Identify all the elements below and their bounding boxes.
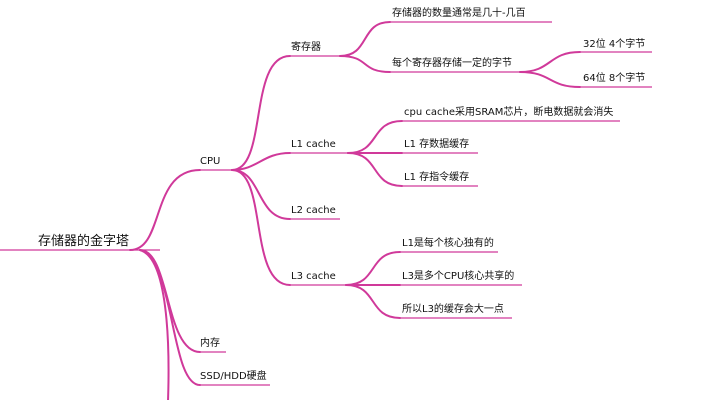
edge-cpu-l2	[231, 169, 291, 220]
edge-root-cpu	[129, 169, 201, 251]
edge-root-disk	[139, 249, 201, 386]
node-l2-cache[interactable]: L2 cache	[291, 205, 336, 216]
edge-cpu-l1	[231, 152, 291, 171]
edge-cpu-registers	[231, 55, 291, 171]
node-l3-per-core[interactable]: L1是每个核心独有的	[402, 238, 494, 249]
node-l1-sram[interactable]: cpu cache采用SRAM芯片，断电数据就会消失	[404, 107, 614, 118]
node-l1-data-cache[interactable]: L1 存数据缓存	[404, 139, 470, 150]
edge-each-32	[519, 51, 581, 73]
edge-root-memory	[139, 249, 201, 353]
edge-l3-bigger	[345, 284, 401, 319]
edge-l1-inst	[347, 152, 403, 187]
node-cpu[interactable]: CPU	[200, 156, 221, 167]
node-l1-instruction-cache[interactable]: L1 存指令缓存	[404, 172, 470, 183]
edge-cpu-l3	[231, 169, 291, 286]
node-memory[interactable]: 内存	[200, 338, 220, 349]
node-l3-shared[interactable]: L3是多个CPU核心共享的	[402, 271, 515, 282]
edge-l3-own	[345, 251, 401, 286]
root-node[interactable]: 存储器的金字塔	[38, 234, 130, 249]
node-32bit[interactable]: 32位 4个字节	[583, 39, 646, 50]
node-l3-bigger[interactable]: 所以L3的缓存会大一点	[402, 304, 504, 315]
node-l3-cache[interactable]: L3 cache	[291, 271, 336, 282]
node-ssd-hdd[interactable]: SSD/HDD硬盘	[200, 371, 267, 382]
edge-each-64	[519, 71, 581, 88]
edge-root-offscreen	[139, 249, 170, 400]
edge-registers-count	[339, 21, 391, 57]
node-registers[interactable]: 寄存器	[291, 42, 321, 53]
node-register-count[interactable]: 存储器的数量通常是几十-几百	[392, 8, 526, 19]
node-each-register[interactable]: 每个寄存器存储一定的字节	[392, 58, 512, 69]
edge-registers-each	[339, 55, 391, 73]
edge-l1-sram	[347, 120, 403, 154]
node-l1-cache[interactable]: L1 cache	[291, 139, 336, 150]
node-64bit[interactable]: 64位 8个字节	[583, 73, 646, 84]
